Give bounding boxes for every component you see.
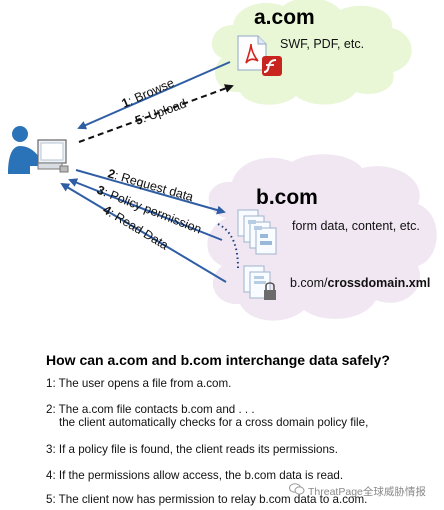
explanation-heading: How can a.com and b.com interchange data… (46, 352, 390, 368)
arrow-upload (78, 84, 234, 143)
b-com-title: b.com (256, 186, 318, 209)
crossdomain-policy-label: b.com/crossdomain.xml (290, 276, 431, 290)
diagram-canvas: 1: Browse 5: Upload 2: Request data 3: P… (8, 0, 437, 321)
a-com-content: SWF, PDF, etc. (280, 37, 365, 51)
step-2-continuation: the client automatically checks for a cr… (59, 416, 369, 429)
arrow-read-data (60, 182, 227, 283)
arrow-browse (77, 61, 231, 130)
step-2: 2: The a.com file contacts b.com and . .… (46, 403, 369, 429)
b-com-cloud (207, 154, 437, 321)
step-1: 1: The user opens a file from a.com. (46, 377, 232, 390)
person-at-computer-icon (8, 126, 69, 174)
b-com-content: form data, content, etc. (292, 219, 420, 233)
step-5: 5: The client now has permission to rela… (46, 493, 368, 506)
locked-document-icon (243, 265, 276, 300)
watermark-text: ThreatPage全球威胁情报 (308, 486, 426, 498)
a-com-title: a.com (254, 6, 315, 29)
pdf-flash-file-icon (237, 35, 282, 76)
step-3: 3: If a policy file is found, the client… (46, 443, 338, 456)
a-com-cloud (212, 0, 412, 105)
stacked-documents-icon (237, 209, 277, 255)
step-4: 4: If the permissions allow access, the … (46, 469, 344, 482)
arrow-request-data (75, 169, 226, 215)
wechat-icon (289, 483, 305, 495)
arrow-policy-permission (68, 178, 223, 241)
